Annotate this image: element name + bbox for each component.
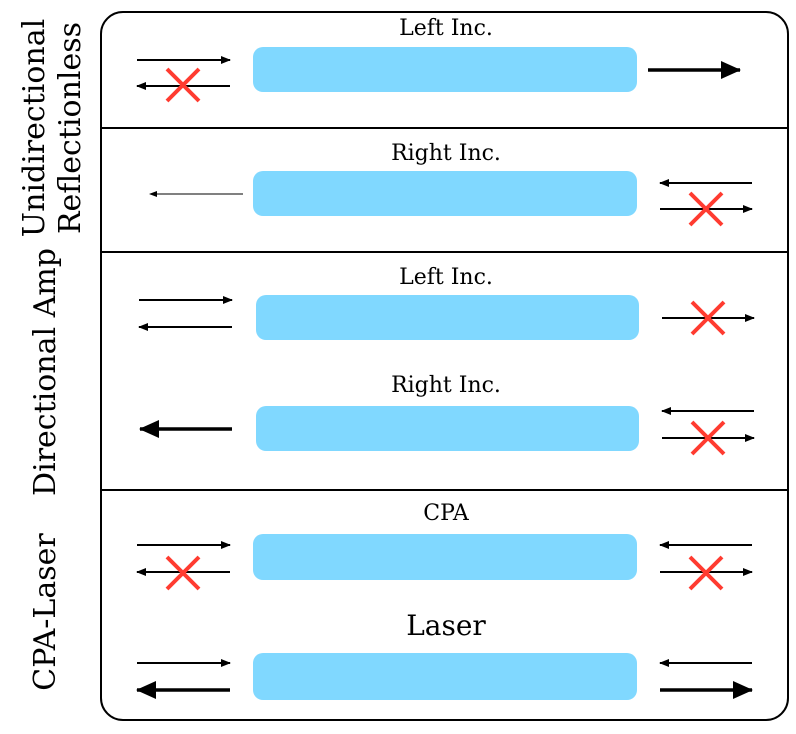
outer-frame: [100, 11, 789, 721]
waveguide-da-left: [256, 295, 639, 340]
cross-icon: [690, 300, 726, 336]
waveguide-da-right: [256, 406, 639, 451]
waveguide-ur-left: [253, 47, 637, 92]
cross-icon: [688, 191, 724, 227]
cross-icon: [165, 555, 201, 591]
waveguide-ur-right: [253, 171, 637, 216]
waveguide-laser: [253, 653, 637, 700]
section-title-ur-left: Left Inc.: [399, 16, 493, 41]
section-title-cpa: CPA: [423, 501, 470, 526]
cross-icon: [165, 67, 201, 103]
section-title-da-left: Left Inc.: [399, 265, 493, 290]
group-label-cpa-laser: CPA-Laser: [28, 533, 63, 691]
section-title-da-right: Right Inc.: [391, 373, 501, 398]
section-title-laser: Laser: [406, 609, 486, 642]
waveguide-cpa: [253, 534, 637, 580]
group-label-unidirectional-line1: Unidirectional: [17, 19, 52, 237]
cross-icon: [688, 555, 724, 591]
section-title-ur-right: Right Inc.: [391, 141, 501, 166]
group-label-unidirectional-line2: Reflectionless: [53, 22, 88, 234]
cross-icon: [690, 420, 726, 456]
group-label-directional-amp: Directional Amp: [28, 248, 63, 496]
